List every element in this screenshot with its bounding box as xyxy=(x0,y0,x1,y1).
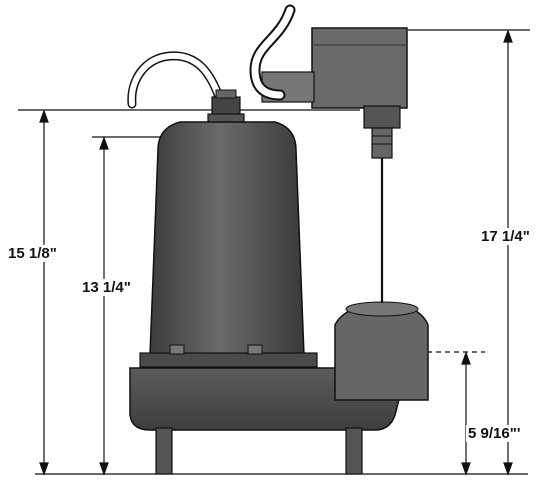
overall-height-label: 15 1/8" xyxy=(6,245,59,262)
power-cord xyxy=(249,4,296,101)
arrowhead xyxy=(99,136,109,150)
dimension-lines xyxy=(18,29,530,476)
motor-housing xyxy=(149,121,305,356)
discharge-hose xyxy=(127,51,225,109)
arrowhead xyxy=(461,462,471,476)
arrowhead xyxy=(39,462,49,476)
arrowhead xyxy=(461,351,471,365)
discharge-fitting xyxy=(207,89,245,125)
base-height-label: 5 9/16"' xyxy=(466,425,523,442)
arrowhead xyxy=(503,462,513,476)
total-height-label: 17 1/4" xyxy=(479,228,532,245)
pump-legs xyxy=(155,427,363,475)
arrowhead xyxy=(39,109,49,123)
arrowhead xyxy=(99,462,109,476)
motor-height-label: 13 1/4" xyxy=(80,279,133,296)
switch-float xyxy=(334,302,429,401)
base-flange xyxy=(139,352,318,368)
arrowhead xyxy=(503,29,513,43)
flange-bolts xyxy=(169,344,263,355)
